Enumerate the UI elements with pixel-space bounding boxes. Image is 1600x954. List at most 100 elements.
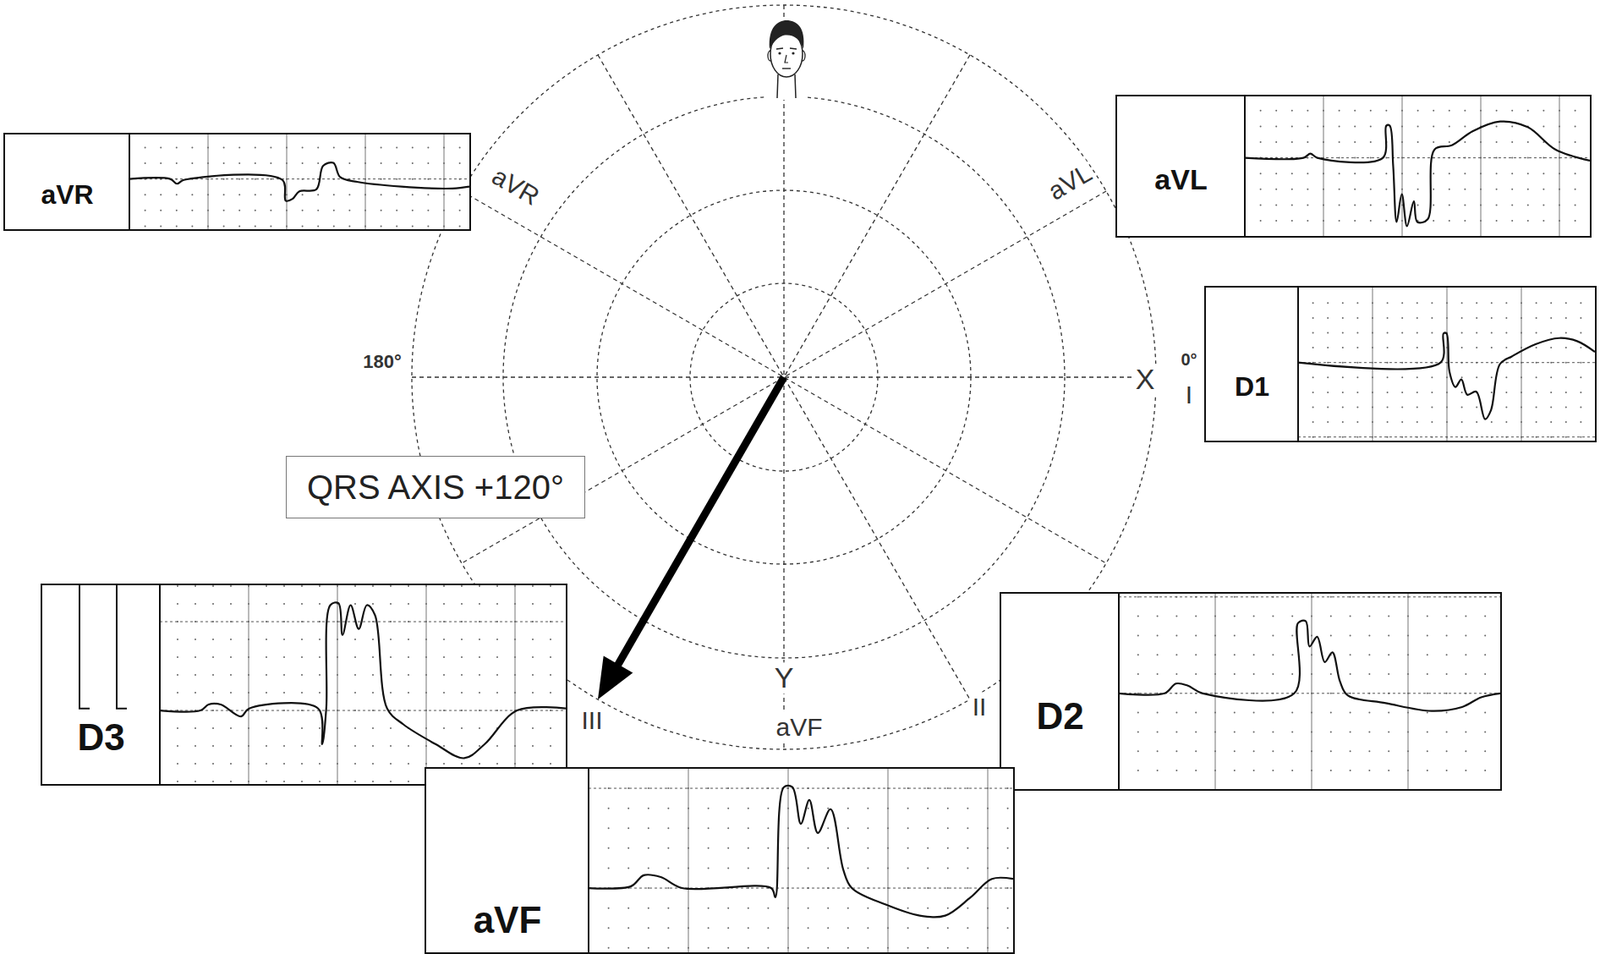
- grid-dot: [1253, 673, 1255, 675]
- grid-dot: [230, 745, 232, 747]
- grid-dot: [212, 673, 214, 676]
- grid-dot: [1432, 219, 1435, 222]
- grid-dot: [1253, 769, 1255, 772]
- grid-dot: [947, 907, 949, 910]
- grid-dot: [866, 827, 869, 829]
- grid-dot: [317, 146, 319, 148]
- grid-dot: [947, 807, 949, 810]
- grid-dot: [647, 807, 650, 810]
- grid-dot: [1446, 634, 1448, 636]
- grid-dot: [549, 638, 552, 641]
- grid-dot: [1330, 730, 1332, 733]
- grid-dot: [191, 209, 193, 212]
- grid-dot: [1326, 436, 1329, 439]
- grid-line: [688, 768, 690, 953]
- grid-dot: [1312, 376, 1315, 379]
- grid-dot: [265, 638, 268, 641]
- grid-dot: [1511, 141, 1513, 143]
- grid-dot: [966, 887, 969, 889]
- grid-dot: [176, 602, 179, 605]
- grid-dot: [1342, 391, 1344, 394]
- grid-dot: [1137, 673, 1140, 675]
- grid-dot: [1338, 188, 1341, 191]
- grid-dot: [1291, 141, 1294, 143]
- grid-dot: [191, 224, 193, 227]
- grid-dot: [1490, 391, 1493, 394]
- ecg-lead-panel: D3: [40, 583, 568, 786]
- grid-dot: [1007, 926, 1009, 929]
- grid-dot: [647, 827, 650, 829]
- grid-dot: [230, 602, 232, 605]
- grid-dot: [1291, 673, 1294, 675]
- grid-dot: [531, 656, 534, 658]
- grid-dot: [1484, 769, 1486, 772]
- grid-dot: [269, 162, 272, 165]
- grid-dot: [1579, 346, 1582, 349]
- grid-line: [129, 178, 470, 180]
- grid-dot: [1368, 750, 1370, 752]
- grid-dot: [1401, 301, 1403, 304]
- grid-dot: [647, 907, 650, 910]
- grid-dot: [1291, 203, 1294, 206]
- grid-dot: [265, 745, 268, 747]
- grid-dot: [531, 602, 534, 605]
- grid-dot: [1550, 436, 1552, 439]
- grid-dot: [1194, 712, 1197, 714]
- grid-dot: [847, 907, 850, 910]
- grid-dot: [194, 638, 197, 641]
- grid-dot: [627, 947, 630, 949]
- grid-dot: [1505, 317, 1507, 319]
- grid-dot: [647, 947, 650, 949]
- grid-line: [1559, 96, 1561, 236]
- grid-dot: [1386, 405, 1389, 408]
- grid-dot: [1417, 172, 1420, 175]
- grid-dot: [318, 656, 321, 658]
- grid-dot: [144, 193, 147, 196]
- grid-verticals: [1323, 96, 1560, 236]
- grid-line: [159, 710, 566, 712]
- grid-line: [1446, 287, 1448, 441]
- grid-dot: [1448, 219, 1451, 222]
- grid-line: [1311, 593, 1313, 790]
- grid-dot: [269, 193, 272, 196]
- grid-dot: [966, 847, 969, 850]
- grid-dot: [1386, 376, 1389, 379]
- grid-dot: [707, 926, 710, 929]
- grid-dot: [1461, 346, 1464, 349]
- grid-dot: [1535, 421, 1538, 423]
- lead-bracket-mark: [79, 585, 127, 709]
- grid-dot: [1542, 125, 1545, 127]
- grid-dot: [317, 224, 319, 227]
- grid-dot: [459, 209, 461, 212]
- grid-dot: [1535, 346, 1538, 349]
- grid-dot: [238, 193, 241, 196]
- grid-dot: [318, 585, 321, 587]
- grid-dot: [727, 947, 729, 949]
- grid-dot: [531, 762, 534, 765]
- grid-dot: [1527, 219, 1529, 222]
- grid-dot: [176, 691, 179, 694]
- grid-dot: [727, 926, 729, 929]
- grid-dot: [1233, 615, 1236, 618]
- grid-dot: [767, 827, 769, 829]
- grid-line: [1298, 361, 1595, 363]
- grid-dot: [254, 162, 257, 165]
- grid-dot: [866, 807, 869, 810]
- eye: [778, 51, 781, 55]
- grid-dot: [1565, 331, 1568, 334]
- grid-dot: [1401, 421, 1403, 423]
- grid-dot: [1463, 125, 1466, 127]
- grid-dot: [194, 585, 197, 587]
- grid-dot: [333, 209, 335, 212]
- grid-dot: [1349, 653, 1352, 656]
- grid-dot: [1426, 750, 1429, 752]
- grid-dot: [531, 727, 534, 729]
- grid-dot: [443, 673, 445, 676]
- grid-dot: [1271, 730, 1274, 733]
- grid-dot: [1306, 125, 1309, 127]
- grid-dot: [1432, 125, 1435, 127]
- grid-dot: [1387, 653, 1390, 656]
- grid-dot: [667, 847, 669, 850]
- grid-dot: [1312, 391, 1315, 394]
- grid-dot: [1353, 125, 1356, 127]
